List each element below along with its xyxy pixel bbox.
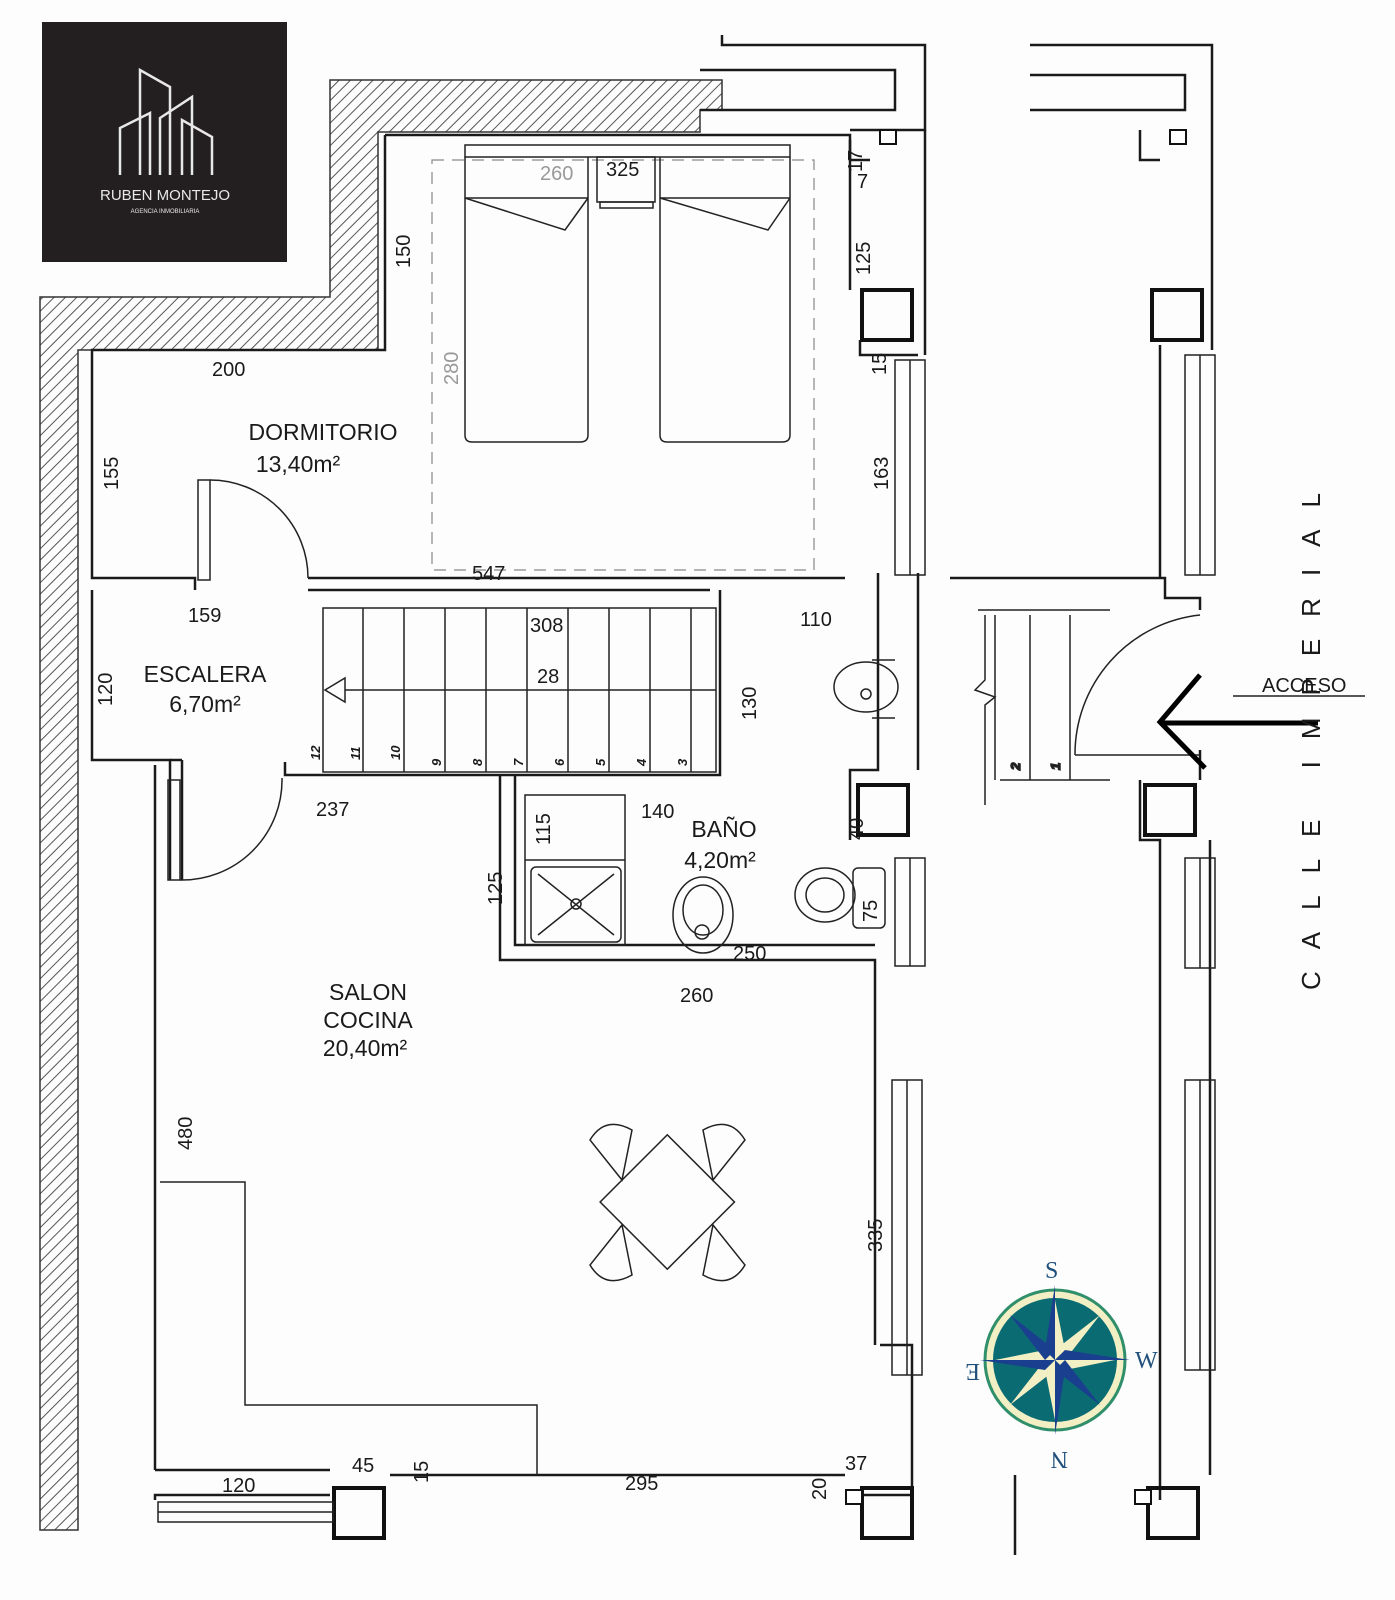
compass-rose-icon (980, 1285, 1130, 1435)
dimension-label: 250 (733, 943, 766, 965)
room-area: 6,70m² (169, 691, 241, 717)
dimension-label: 150 (393, 235, 415, 268)
access-label: ACCESO (1262, 675, 1346, 697)
logo-tagline: AGENCIA INMOBILIARIA (131, 209, 200, 215)
dimension-label: 547 (472, 563, 505, 585)
step-number: 4 (634, 758, 649, 767)
dimension-label: 200 (212, 359, 245, 381)
walls (90, 35, 1214, 1555)
step-number: 1 (1048, 763, 1063, 770)
access-arrow-icon (1156, 673, 1365, 770)
logo-name: RUBEN MONTEJO (100, 187, 230, 204)
dimension-label: 120 (222, 1475, 255, 1497)
room-name: BAÑO (691, 816, 756, 842)
windows (157, 354, 1216, 1523)
dimension-label: 295 (625, 1473, 658, 1495)
pillars (332, 288, 1204, 1540)
compass-label-left: E (965, 1358, 980, 1384)
room-salon-cocina: SALON COCINA 20,40m² (323, 979, 414, 1061)
dimension-label: 125 (853, 242, 875, 275)
kitchen-counter (160, 1181, 538, 1475)
dimension-label: 260 (540, 163, 573, 185)
step-number: 3 (675, 758, 690, 766)
dimension-label: 15 (411, 1461, 433, 1483)
dimension-label: 37 (845, 1453, 867, 1475)
dimensions: 260 325 17 7 150 125 280 200 15 155 163 … (95, 150, 893, 1500)
room-name: SALON (329, 979, 407, 1005)
step-number: 5 (593, 758, 608, 766)
room-name: DORMITORIO (248, 419, 397, 445)
staircase: 12 11 10 9 8 7 6 5 4 3 (308, 607, 717, 773)
dimension-label: 120 (95, 673, 117, 706)
party-wall-hatch (39, 79, 723, 1531)
compass-label-top: S (1045, 1258, 1058, 1284)
dimension-label: 159 (188, 605, 221, 627)
dimension-label: 280 (441, 352, 463, 385)
dimension-label: 45 (352, 1455, 374, 1477)
dimension-label: 130 (739, 687, 761, 720)
dimension-label: 140 (641, 801, 674, 823)
dimension-label: 155 (101, 457, 123, 490)
step-number: 10 (388, 745, 403, 760)
step-number: 2 (1008, 762, 1023, 771)
room-area: 20,40m² (323, 1035, 408, 1061)
dimension-label: 125 (485, 872, 507, 905)
room-area: 13,40m² (256, 451, 341, 477)
entry-stair: 2 1 (973, 609, 1110, 805)
dimension-label: 75 (860, 900, 882, 922)
step-number: 12 (308, 745, 323, 760)
dimension-label: 115 (533, 813, 555, 845)
dimension-label: 237 (316, 799, 349, 821)
room-bano: BAÑO 4,20m² (684, 816, 756, 873)
double-bed (431, 144, 815, 571)
step-number: 11 (348, 747, 363, 761)
dimension-label: 480 (175, 1117, 197, 1150)
bathroom-fixtures (524, 659, 899, 954)
step-number: 7 (511, 758, 526, 766)
room-dormitorio: DORMITORIO 13,40m² (248, 419, 397, 477)
room-name: ESCALERA (144, 661, 267, 687)
stair-step-numbers: 12 11 10 9 8 7 6 5 4 3 (308, 745, 690, 767)
dimension-label: 28 (537, 666, 559, 688)
dimension-label: 260 (680, 985, 713, 1007)
dimension-label: 110 (800, 609, 832, 631)
dimension-label: 7 (857, 171, 868, 193)
room-escalera: ESCALERA 6,70m² (144, 661, 267, 717)
room-area: 4,20m² (684, 847, 756, 873)
street-name: CALLE IMPERIAL (1296, 471, 1326, 990)
dimension-label: 325 (606, 159, 639, 181)
compass-label-right: W (1135, 1348, 1158, 1374)
dimension-label: 335 (865, 1219, 887, 1252)
compass-label-bottom: N (1051, 1446, 1068, 1472)
doors (167, 479, 1201, 881)
dimension-label: 308 (530, 615, 563, 637)
room-name-2: COCINA (323, 1007, 413, 1033)
dimension-label: 20 (809, 1478, 831, 1500)
dimension-label: 163 (871, 457, 893, 490)
agency-logo: RUBEN MONTEJO AGENCIA INMOBILIARIA (42, 22, 287, 262)
dimension-label: 40 (846, 818, 868, 840)
step-number: 6 (552, 758, 567, 766)
small-columns (845, 129, 1187, 1505)
dimension-label: 17 (845, 150, 867, 172)
step-number: 9 (429, 758, 444, 766)
step-number: 8 (470, 758, 485, 766)
dining-table (589, 1123, 746, 1282)
dimension-label: 15 (869, 353, 891, 375)
